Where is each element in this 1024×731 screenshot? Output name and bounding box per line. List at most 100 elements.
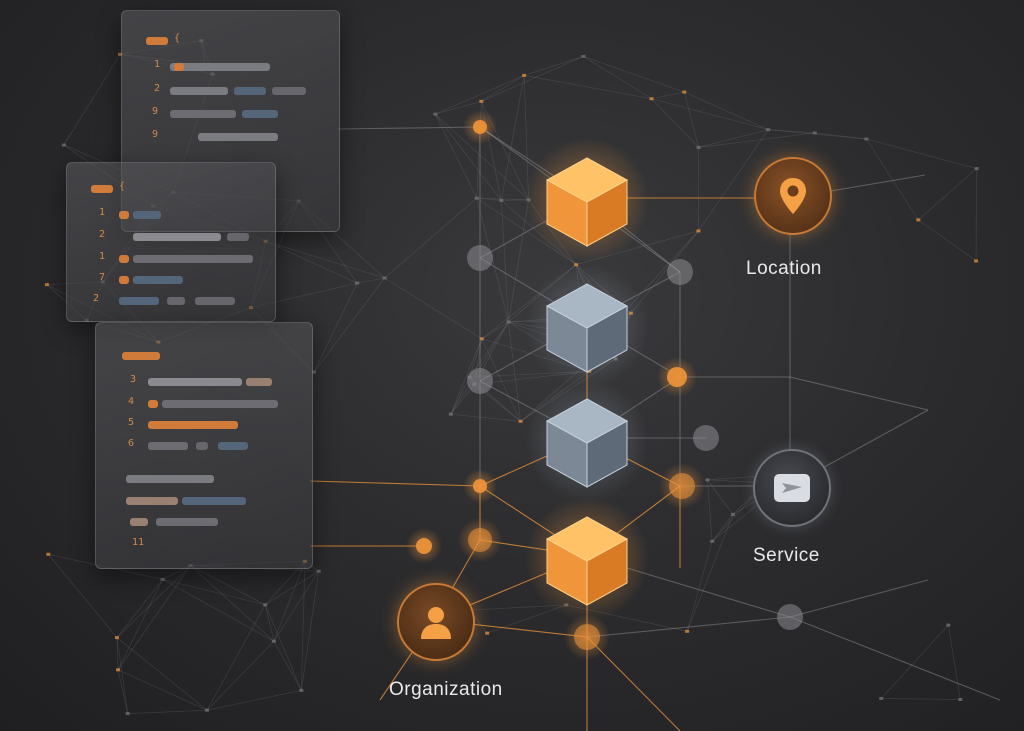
mesh-line	[357, 277, 385, 284]
mesh-line	[508, 321, 522, 422]
mesh-line	[918, 168, 977, 221]
mesh-line	[434, 113, 478, 199]
mesh-line	[686, 514, 734, 632]
mesh-line	[651, 98, 769, 131]
mesh-line	[435, 75, 525, 115]
mesh-line	[273, 561, 306, 642]
mesh-line	[384, 277, 482, 340]
mesh-node	[355, 281, 360, 285]
connection-line	[789, 579, 929, 618]
mesh-node	[506, 320, 511, 324]
mesh-line	[918, 219, 977, 262]
mesh-line	[880, 624, 949, 699]
mesh-line	[698, 129, 769, 232]
mesh-line	[469, 338, 483, 378]
mesh-node	[685, 629, 690, 633]
organization-node[interactable]	[397, 583, 475, 661]
mesh-line	[975, 168, 977, 261]
mesh-line	[866, 138, 919, 221]
mesh-line	[162, 578, 266, 606]
mesh-line	[711, 514, 734, 542]
mesh-line	[206, 689, 302, 711]
mesh-line	[866, 138, 977, 170]
mesh-line	[47, 554, 118, 638]
mesh-line	[768, 129, 867, 140]
mesh-node	[574, 263, 579, 267]
accent-node	[473, 120, 487, 134]
mesh-line	[683, 91, 699, 148]
mesh-line	[265, 240, 358, 284]
mesh-node	[485, 631, 490, 635]
mesh-line	[686, 541, 713, 632]
mesh-line	[698, 132, 815, 148]
mesh-line	[265, 240, 385, 279]
mesh-node	[125, 712, 130, 716]
mesh-node	[311, 370, 316, 374]
accent-node	[574, 624, 600, 650]
service-node[interactable]	[753, 449, 831, 527]
mesh-node	[448, 412, 453, 416]
mesh-line	[313, 277, 385, 373]
mesh-node	[958, 698, 963, 702]
mesh-node	[46, 552, 51, 556]
connection-line	[789, 616, 1001, 701]
envelope-icon	[774, 474, 810, 502]
mesh-line	[116, 637, 129, 714]
mesh-node	[946, 623, 951, 627]
mesh-line	[435, 113, 502, 201]
mesh-line	[583, 56, 685, 93]
mesh-line	[206, 640, 275, 711]
mesh-line	[117, 565, 191, 671]
cube-stack	[525, 138, 649, 621]
mesh-node	[518, 419, 523, 423]
mesh-node	[474, 196, 479, 200]
mesh-line	[265, 570, 319, 606]
mesh-line	[501, 199, 529, 201]
connection-line	[789, 376, 929, 411]
mesh-node	[44, 283, 49, 287]
mesh-line	[651, 91, 685, 100]
mesh-line	[273, 571, 320, 642]
cube-right-face	[586, 420, 628, 488]
mesh-node	[879, 696, 884, 700]
mesh-line	[450, 376, 470, 415]
location-label: Location	[746, 258, 822, 279]
mesh-line	[698, 129, 769, 148]
connection-line	[337, 126, 481, 130]
mesh-line	[814, 132, 867, 140]
mesh-line	[881, 698, 961, 700]
mesh-line	[63, 54, 121, 146]
mesh-node	[649, 97, 654, 101]
mesh-node	[705, 478, 710, 482]
mesh-node	[696, 145, 701, 149]
junction-node	[693, 425, 719, 451]
cube-1	[525, 138, 649, 262]
mesh-line	[190, 565, 275, 642]
cube-right-face	[586, 179, 628, 247]
mesh-node	[479, 337, 484, 341]
mesh-line	[116, 579, 163, 638]
mesh-node	[581, 54, 586, 58]
mesh-line	[768, 129, 815, 134]
mesh-line	[117, 669, 129, 714]
junction-node	[467, 368, 493, 394]
mesh-line	[476, 197, 502, 201]
mesh-line	[384, 197, 478, 279]
mesh-node	[864, 137, 869, 141]
mesh-line	[707, 479, 734, 515]
mesh-line	[481, 338, 521, 422]
mesh-line	[300, 561, 306, 691]
mesh-line	[947, 625, 961, 700]
cube-4	[525, 497, 649, 621]
code-panel-3: 3 4 5 6 11	[95, 322, 313, 569]
mesh-node	[61, 143, 66, 147]
mesh-line	[117, 669, 208, 711]
mesh-line	[500, 75, 525, 201]
accent-node	[473, 479, 487, 493]
mesh-line	[313, 282, 358, 373]
mesh-line	[524, 56, 584, 76]
mesh-line	[508, 199, 529, 323]
mesh-line	[481, 75, 525, 102]
location-node[interactable]	[754, 157, 832, 235]
organization-label: Organization	[389, 679, 503, 700]
